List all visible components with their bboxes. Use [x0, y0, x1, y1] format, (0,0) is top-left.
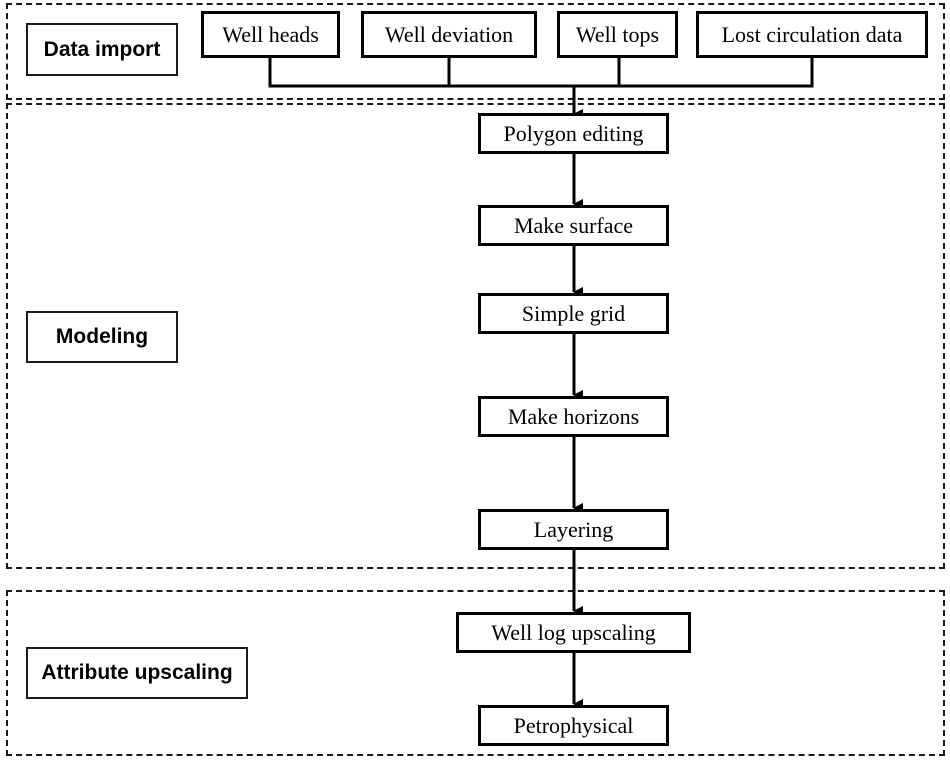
input-well-tops: Well tops — [557, 11, 678, 58]
step-petrophysical: Petrophysical — [478, 705, 669, 746]
input-well-deviation: Well deviation — [361, 11, 537, 58]
modeling-label: Modeling — [26, 311, 178, 363]
step-make-horizons: Make horizons — [478, 396, 669, 437]
input-well-heads: Well heads — [201, 11, 340, 58]
data-import-section — [6, 3, 945, 100]
step-layering: Layering — [478, 509, 669, 550]
attribute-upscaling-section — [6, 590, 945, 756]
step-well-log-upscaling: Well log upscaling — [456, 612, 691, 653]
step-polygon-editing: Polygon editing — [478, 113, 669, 154]
data-import-label: Data import — [26, 23, 178, 76]
modeling-section — [6, 103, 945, 569]
step-simple-grid: Simple grid — [478, 293, 669, 334]
step-make-surface: Make surface — [478, 205, 669, 246]
input-lost-circulation: Lost circulation data — [696, 11, 928, 58]
attribute-upscaling-label: Attribute upscaling — [26, 647, 248, 699]
